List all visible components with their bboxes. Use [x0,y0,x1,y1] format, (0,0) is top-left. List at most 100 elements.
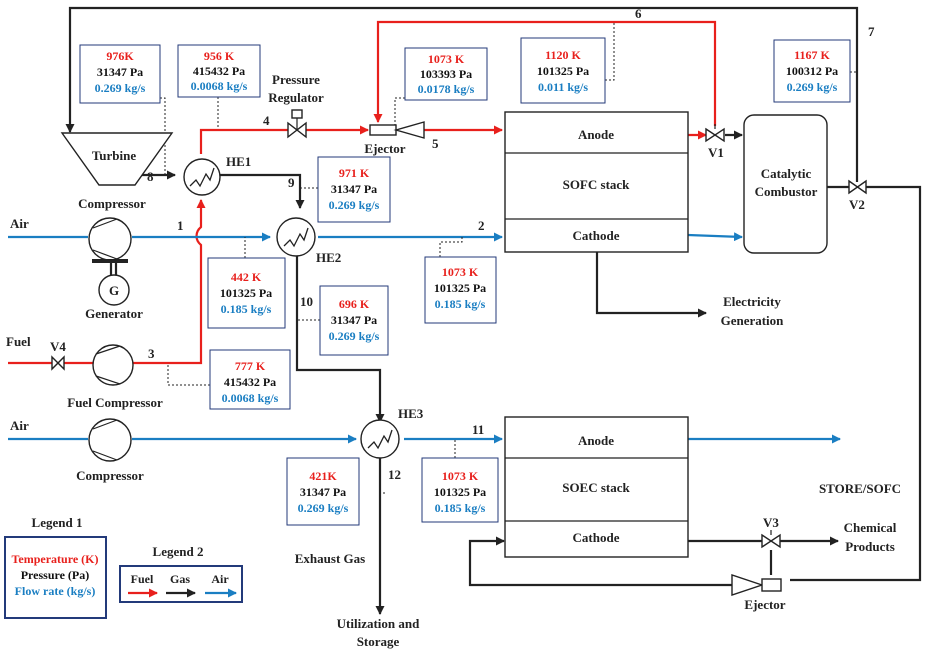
state-1073a-pressure: 103393 Pa [420,67,472,81]
legend2-box: Fuel Gas Air [119,565,243,603]
legend2-gas: Gas [170,572,190,586]
utilization-label-2: Storage [357,634,400,649]
state-1073b-temperature: 1073 K [442,265,479,279]
state-696-flow: 0.269 kg/s [329,329,380,343]
generator-letter: G [109,283,119,298]
state-1120-pressure: 101325 Pa [537,64,589,78]
soec-cathode-label: Cathode [573,530,620,545]
state-box-777: 777 K 415432 Pa 0.0068 kg/s [209,349,291,410]
state-box-971: 971 K 31347 Pa 0.269 kg/s [317,156,391,223]
gas-line-electricity [595,252,707,318]
legend1-flow: Flow rate (kg/s) [15,584,96,598]
state-1073c-flow: 0.185 kg/s [435,501,486,515]
air-top-label: Air [10,216,29,231]
state-1120-flow: 0.011 kg/s [538,80,588,94]
fuel-line-stream-6 [373,20,717,126]
stream-number-1: 1 [177,218,184,233]
ejector-top [369,121,425,139]
state-777-pressure: 415432 Pa [224,375,276,389]
catalytic-label-1: Catalytic [761,166,812,181]
state-1167-temperature: 1167 K [794,48,830,62]
state-971-pressure: 31347 Pa [331,182,377,196]
gas-line-generator-shaft [109,262,118,275]
gas-line-recycle [468,536,732,587]
leader-1073b [439,237,463,257]
state-box-1120: 1120 K 101325 Pa 0.011 kg/s [520,37,606,104]
soec-stack [504,416,689,558]
he3-label: HE3 [398,406,424,421]
gas-line-stream-10 [295,256,385,423]
state-442-flow: 0.185 kg/s [221,302,272,316]
valve-v4-icon [51,355,65,371]
stream-number-6: 6 [635,6,642,21]
state-956-pressure: 415432 Pa [193,64,245,78]
state-box-956: 956 K 415432 Pa 0.0068 kg/s [177,44,261,98]
state-box-421: 421K 31347 Pa 0.269 kg/s [286,457,360,526]
legend1-pressure: Pressure (Pa) [21,568,90,582]
stream-number-8: 8 [147,169,154,184]
state-box-976: 976K 31347 Pa 0.269 kg/s [79,44,161,104]
fuel-line-stream-4 [199,128,288,154]
state-421-flow: 0.269 kg/s [298,501,349,515]
air-bottom-label: Air [10,418,29,433]
fuel-compressor-label: Fuel Compressor [67,395,163,410]
he2-label: HE2 [316,250,341,265]
state-box-1073b: 1073 K 101325 Pa 0.185 kg/s [424,256,497,324]
state-box-1073c: 1073 K 101325 Pa 0.185 kg/s [421,457,499,523]
stream-number-10: 10 [300,294,313,309]
state-442-temperature: 442 K [231,270,262,284]
state-box-442: 442 K 101325 Pa 0.185 kg/s [207,257,286,329]
generator-icon [98,274,130,306]
stream-number-4: 4 [263,113,270,128]
valve-v2-label: V2 [849,197,865,212]
valve-v4-label: V4 [50,339,66,354]
state-956-temperature: 956 K [204,49,235,63]
legend1-title: Legend 1 [32,515,83,530]
state-421-temperature: 421K [309,469,337,483]
ejector-bottom-label: Ejector [744,597,785,612]
sofc-cathode-label: Cathode [573,228,620,243]
chemical-products-label-1: Chemical [844,520,897,535]
fuel-line-stream-3 [130,199,206,365]
state-box-1073a: 1073 K 103393 Pa 0.0178 kg/s [404,47,488,101]
fuel-label: Fuel [6,334,31,349]
valve-v3 [761,530,781,549]
heat-exchanger-he2 [276,217,316,257]
state-971-temperature: 971 K [339,166,370,180]
gas-line-stream-7-top [65,6,859,182]
stream-number-3: 3 [148,346,155,361]
state-1073c-pressure: 101325 Pa [434,485,486,499]
state-1073b-pressure: 101325 Pa [434,281,486,295]
valve-v1-label: V1 [708,145,724,160]
state-976-flow: 0.269 kg/s [95,81,146,95]
air-line-cathode-to-combustor [687,232,743,242]
stream-number-11: 11 [472,422,484,437]
sofc-stack-label: SOFC stack [563,177,631,192]
sofc-stack [504,111,689,253]
pressure-regulator-label-1: Pressure [272,72,320,87]
pressure-regulator-label-2: Regulator [268,90,324,105]
state-442-pressure: 101325 Pa [220,286,272,300]
legend2-fuel: Fuel [131,572,154,586]
gas-line-stream-9 [218,173,305,209]
compressor-top-label: Compressor [78,196,146,211]
valve-v3-label: V3 [763,515,779,530]
state-1073a-flow: 0.0178 kg/s [418,82,475,96]
he1-label: HE1 [226,154,251,169]
state-1120-temperature: 1120 K [545,48,581,62]
state-1073c-temperature: 1073 K [442,469,479,483]
state-box-1167: 1167 K 100312 Pa 0.269 kg/s [773,39,851,103]
state-696-pressure: 31347 Pa [331,313,377,327]
state-box-696: 696 K 31347 Pa 0.269 kg/s [319,285,389,356]
exhaust-gas-label: Exhaust Gas [295,551,365,566]
ejector-bottom [731,574,782,596]
electricity-label-2: Generation [721,313,785,328]
pressure-regulator [287,109,307,139]
state-421-pressure: 31347 Pa [300,485,346,499]
heat-exchanger-he1 [183,158,221,196]
soec-stack-label: SOEC stack [562,480,630,495]
leader-777 [167,363,210,386]
stream-number-7: 7 [868,24,875,39]
